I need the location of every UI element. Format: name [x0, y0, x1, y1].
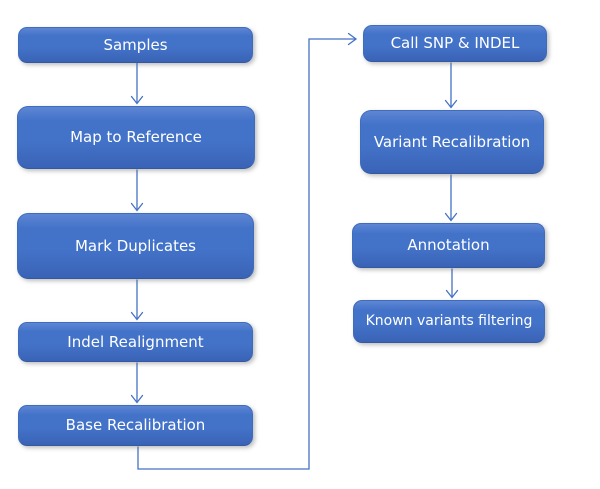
node-variant-recalibration: Variant Recalibration [360, 110, 544, 174]
node-annotation-label: Annotation [407, 236, 490, 255]
arrow-variant-to-annotation [444, 174, 458, 222]
node-annotation: Annotation [352, 223, 545, 268]
node-indel-realignment-label: Indel Realignment [67, 332, 204, 351]
node-map-to-reference-label: Map to Reference [70, 128, 202, 147]
arrow-annotation-to-known [445, 268, 459, 299]
arrow-mark-to-indel [130, 279, 144, 321]
arrow-indel-to-base [130, 362, 144, 404]
node-mark-duplicates: Mark Duplicates [17, 213, 254, 279]
arrow-samples-to-map [130, 62, 144, 105]
node-indel-realignment: Indel Realignment [18, 322, 253, 362]
node-call-snp-indel: Call SNP & INDEL [363, 25, 547, 62]
node-known-variants-filtering: Known variants filtering [353, 300, 545, 343]
node-known-variants-filtering-label: Known variants filtering [365, 312, 533, 329]
node-mark-duplicates-label: Mark Duplicates [74, 236, 197, 255]
node-base-recalibration: Base Recalibration [18, 405, 253, 446]
node-samples: Samples [18, 27, 253, 63]
node-variant-recalibration-label: Variant Recalibration [373, 132, 531, 151]
arrow-map-to-mark [130, 169, 144, 212]
arrow-call-to-variant [444, 62, 458, 109]
node-samples-label: Samples [103, 35, 168, 54]
node-map-to-reference: Map to Reference [17, 106, 255, 169]
node-call-snp-indel-label: Call SNP & INDEL [390, 34, 520, 53]
node-base-recalibration-label: Base Recalibration [65, 416, 206, 435]
